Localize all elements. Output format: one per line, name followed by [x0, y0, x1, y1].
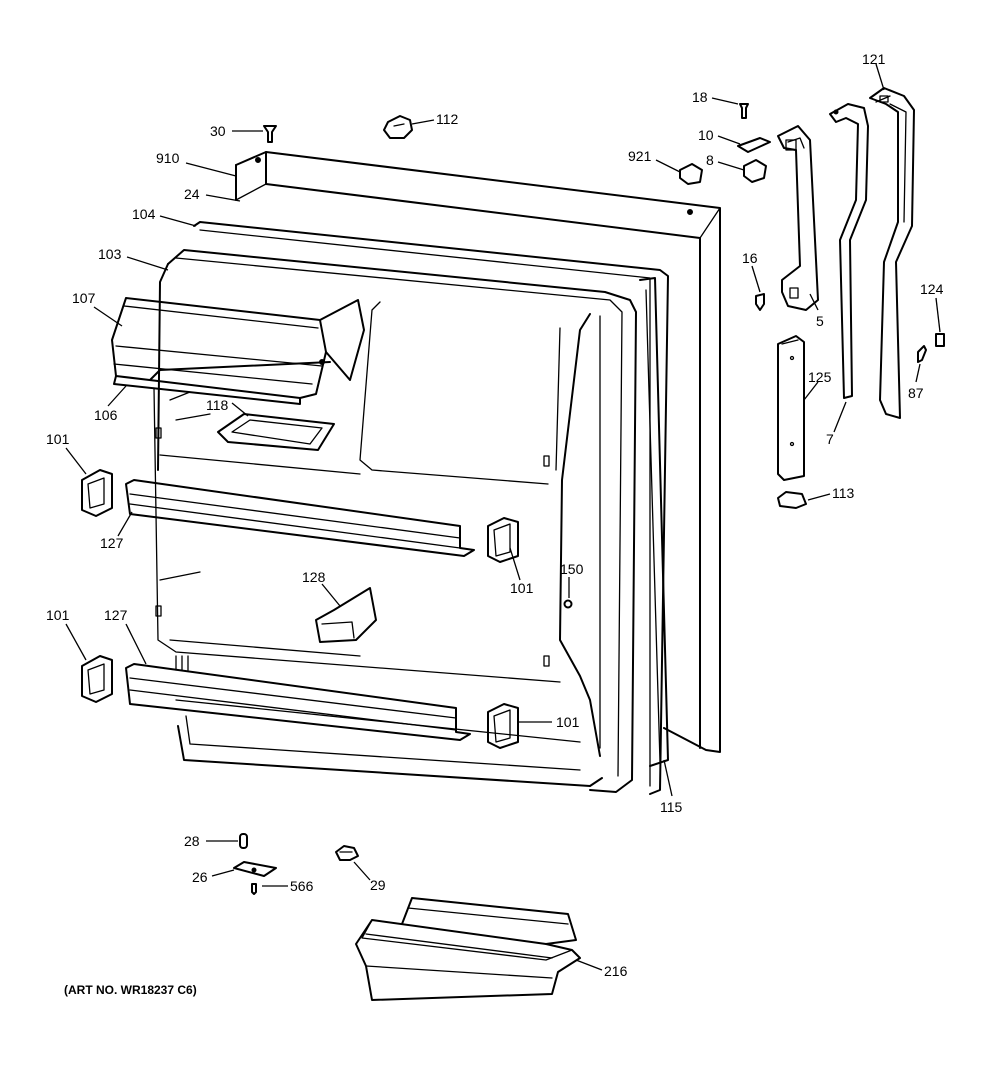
callout-5: 5 [816, 313, 824, 329]
shelf-bracket [217, 413, 335, 451]
hinge-bracket [777, 125, 819, 311]
callout-30: 30 [210, 123, 226, 139]
callout-10: 10 [698, 127, 714, 143]
screw-18 [739, 103, 749, 119]
shelf-support-right-lower [487, 703, 519, 749]
callout-150: 150 [560, 561, 584, 577]
hinge-cap-112 [383, 115, 413, 139]
callout-121: 121 [862, 51, 886, 67]
callout-labels: 30 112 910 24 104 103 107 106 118 101 12… [46, 51, 944, 979]
shim-10 [737, 137, 771, 153]
callout-29: 29 [370, 877, 386, 893]
spring-28 [239, 833, 248, 849]
callout-216: 216 [604, 963, 628, 979]
callout-101-left-lower: 101 [46, 607, 70, 623]
callout-921: 921 [628, 148, 652, 164]
callout-112: 112 [436, 111, 459, 127]
callout-101-right-lower: 101 [556, 714, 580, 730]
callout-87: 87 [908, 385, 924, 401]
shelf-stop [315, 587, 377, 643]
dairy-compartment-door [111, 297, 365, 405]
door-gasket [193, 221, 669, 795]
plate-26 [233, 861, 277, 877]
callout-115: 115 [660, 799, 683, 815]
callout-910: 910 [156, 150, 180, 166]
handle-spacer [777, 335, 805, 481]
art-number-caption: (ART NO. WR18237 C6) [64, 983, 197, 997]
cap-113 [777, 491, 807, 509]
cap-29 [335, 845, 359, 861]
door-screw-30 [263, 125, 277, 143]
door-shelf-lower [125, 663, 471, 741]
door-shelf-upper [125, 479, 475, 557]
callout-127-lower: 127 [104, 607, 128, 623]
callout-103: 103 [98, 246, 122, 262]
screw-16 [755, 293, 765, 311]
bushing-8 [743, 159, 767, 183]
callout-107: 107 [72, 290, 96, 306]
callout-124: 124 [920, 281, 944, 297]
callout-101-right-upper: 101 [510, 580, 534, 596]
callout-18: 18 [692, 89, 708, 105]
door-bin [355, 897, 581, 1001]
callout-106: 106 [94, 407, 118, 423]
leader-lines [65, 63, 941, 971]
shelf-support-left-lower [81, 655, 113, 703]
plug-921 [679, 163, 703, 185]
screw-87 [917, 345, 927, 363]
screw-cover-124 [935, 333, 945, 347]
callout-8: 8 [706, 152, 714, 168]
callout-113: 113 [832, 485, 855, 501]
shelf-support-left-upper [81, 469, 113, 517]
shelf-support-right-upper [487, 517, 519, 563]
callout-28: 28 [184, 833, 200, 849]
inner-door-liner [149, 249, 637, 793]
door-handle [829, 103, 869, 399]
callout-7: 7 [826, 431, 834, 447]
callout-16: 16 [742, 250, 758, 266]
screw-566 [251, 883, 257, 895]
callout-24: 24 [184, 186, 200, 202]
outer-door-panel [235, 151, 721, 753]
callout-128: 128 [302, 569, 326, 585]
callout-127-upper: 127 [100, 535, 124, 551]
callout-104: 104 [132, 206, 156, 222]
handle-trim [869, 87, 915, 419]
callout-566: 566 [290, 878, 314, 894]
screw-150 [563, 599, 573, 609]
callout-101-left-upper: 101 [46, 431, 70, 447]
callout-125: 125 [808, 369, 832, 385]
callout-26: 26 [192, 869, 208, 885]
callout-118: 118 [206, 397, 229, 413]
